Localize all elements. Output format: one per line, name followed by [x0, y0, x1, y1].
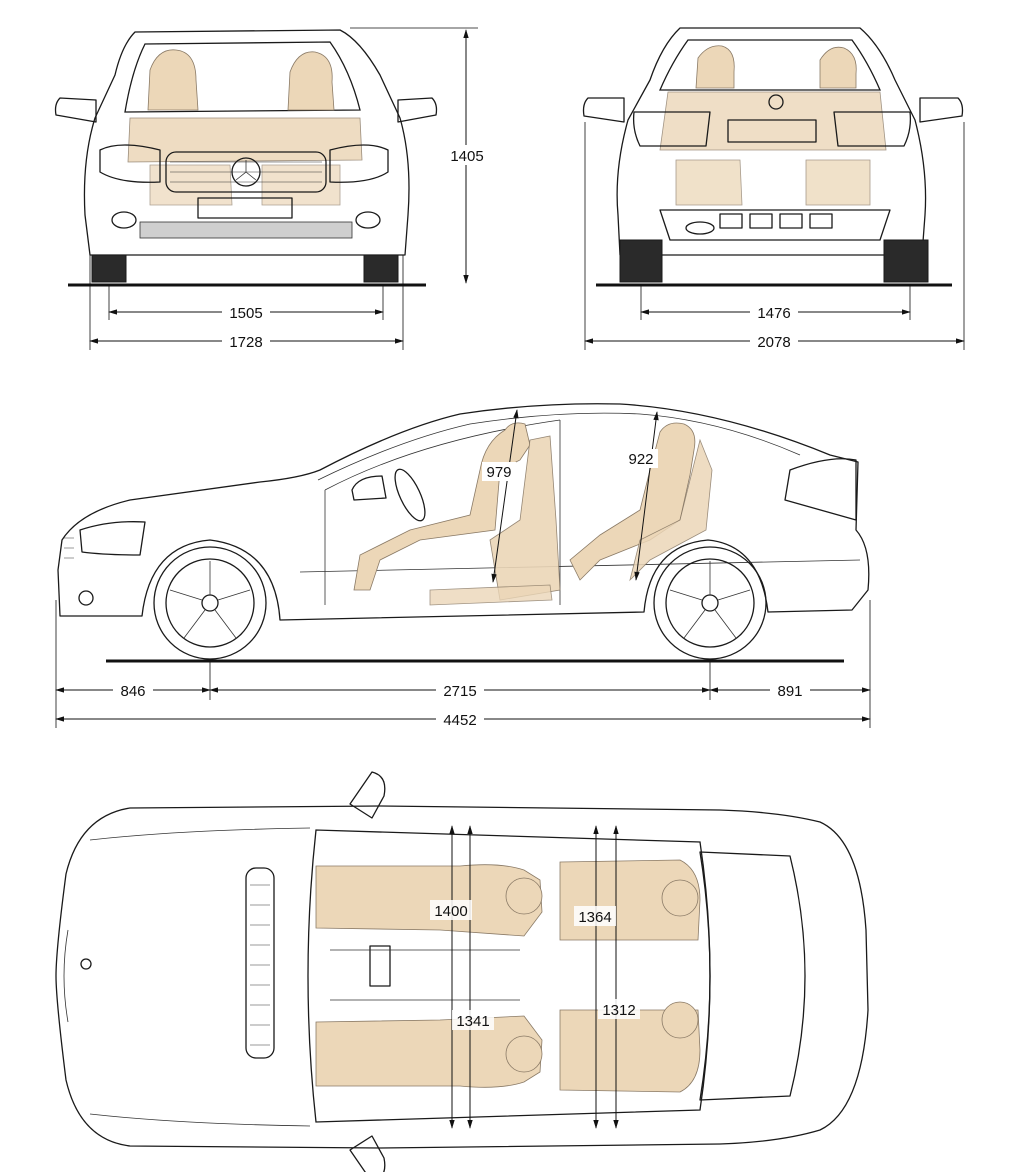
side-view — [57, 403, 870, 660]
front-shoulder-label: 1400 — [434, 903, 467, 920]
rear-track-label: 1476 — [757, 305, 790, 322]
rear-headroom-dimension — [634, 411, 659, 581]
front-width-label: 1728 — [229, 334, 262, 351]
rear-overhang-label: 891 — [777, 683, 802, 700]
front-track-label: 1505 — [229, 305, 262, 322]
wheelbase-label: 2715 — [443, 683, 476, 700]
rear-view — [582, 27, 964, 283]
front-headroom-label: 979 — [486, 464, 511, 481]
front-headroom-dimension — [491, 409, 519, 583]
rear-headroom-label: 922 — [628, 451, 653, 468]
rear-elbow-label: 1312 — [602, 1002, 635, 1019]
rear-shoulder-label: 1364 — [578, 909, 611, 926]
front-height-label: 1405 — [450, 148, 483, 165]
top-view — [55, 771, 869, 1172]
front-overhang-label: 846 — [120, 683, 145, 700]
front-elbow-label: 1341 — [456, 1013, 489, 1030]
front-view — [54, 29, 438, 283]
length-label: 4452 — [443, 712, 476, 729]
rear-width-label: 2078 — [757, 334, 790, 351]
